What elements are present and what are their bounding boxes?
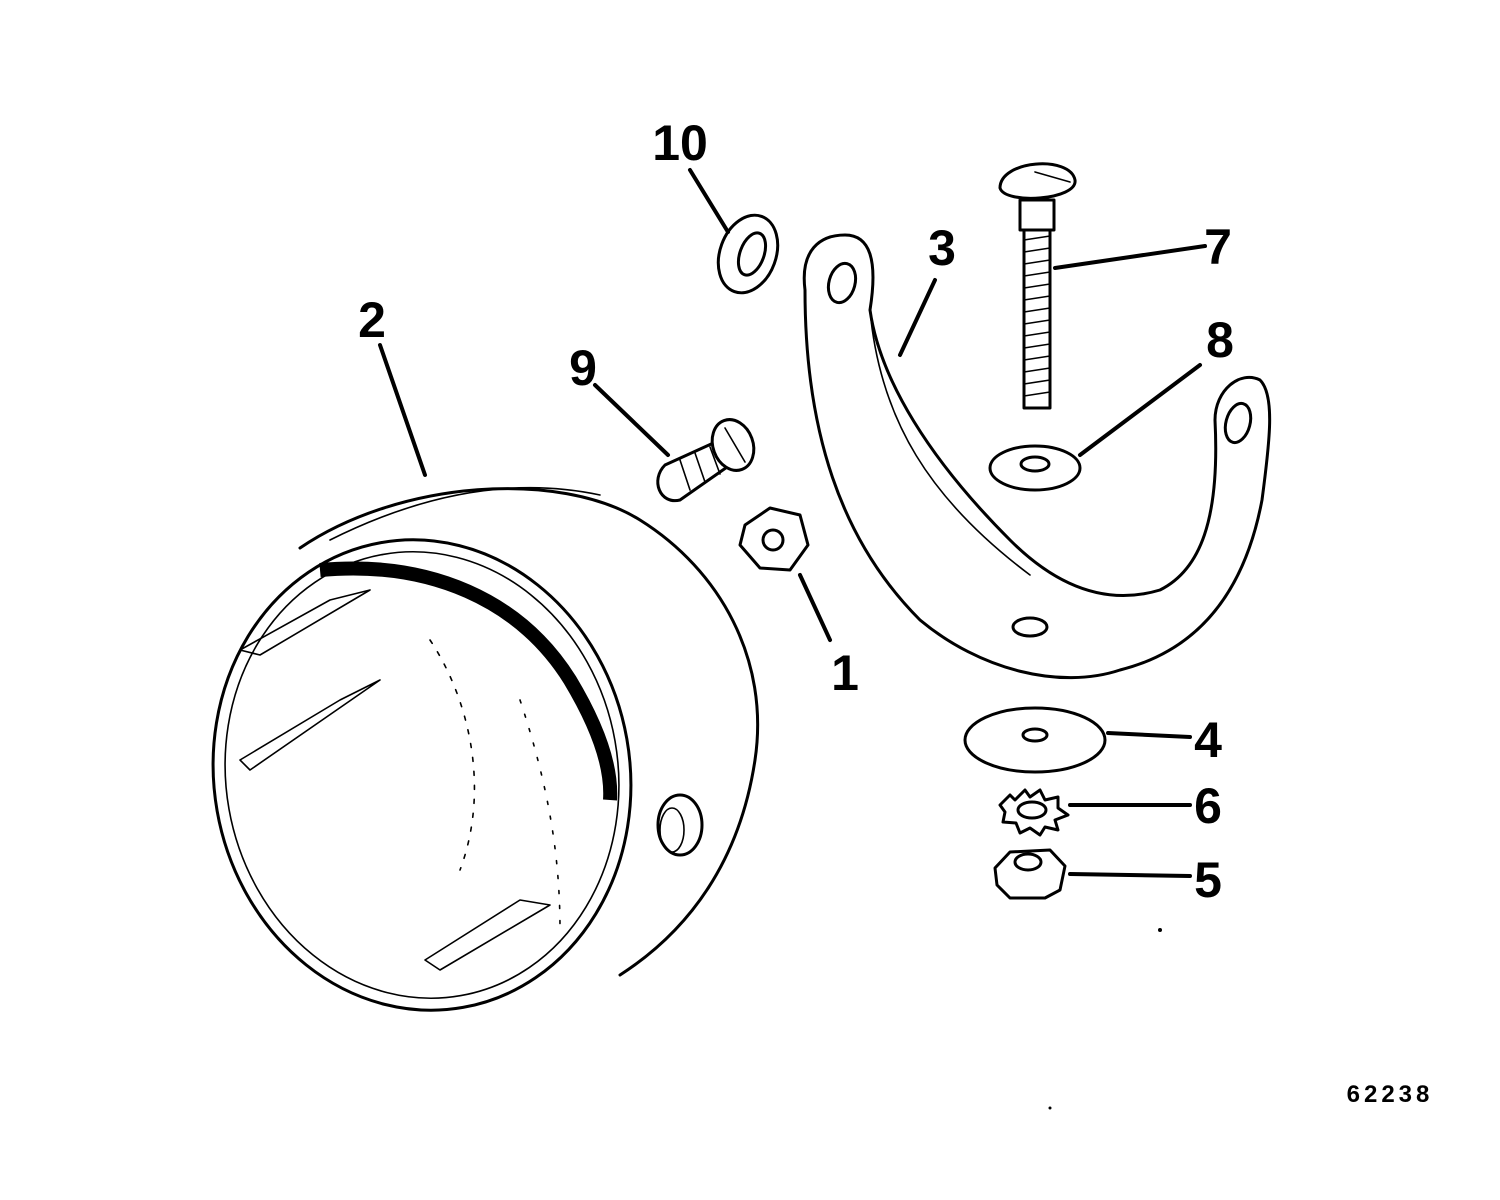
leader-lines (378, 168, 1207, 878)
part-6-star-washer (998, 788, 1070, 837)
leader-5 (1068, 872, 1192, 878)
part-7-bolt (998, 162, 1077, 410)
callout-6: 6 (1194, 778, 1222, 834)
callout-1: 1 (831, 645, 859, 701)
callout-5: 5 (1194, 852, 1222, 908)
leader-10 (688, 168, 730, 234)
part-3-bracket (802, 233, 1272, 680)
figure-number: 62238 (1347, 1081, 1434, 1108)
speck (1048, 1106, 1052, 1110)
callout-3: 3 (928, 220, 956, 276)
part-4-washer (963, 706, 1107, 774)
part-9-screw (656, 418, 756, 503)
leader-7 (1053, 244, 1207, 270)
callout-9: 9 (569, 340, 597, 396)
leader-2 (378, 343, 427, 477)
leader-8 (1078, 363, 1202, 457)
callout-10: 10 (652, 115, 708, 171)
part-1-hex-nut (738, 506, 810, 572)
part-8-washer (988, 444, 1082, 492)
callout-2: 2 (358, 292, 386, 348)
part-10-lock-washer (716, 213, 780, 295)
callout-8: 8 (1206, 312, 1234, 368)
leader-4 (1106, 731, 1192, 739)
part-5-hex-nut (993, 848, 1067, 900)
leader-9 (593, 383, 670, 457)
callout-7: 7 (1204, 219, 1232, 275)
callout-4: 4 (1194, 712, 1222, 768)
speck (1158, 928, 1162, 932)
leader-1 (798, 573, 832, 642)
leader-3 (898, 278, 937, 357)
part-2-housing-cover (211, 486, 760, 1012)
